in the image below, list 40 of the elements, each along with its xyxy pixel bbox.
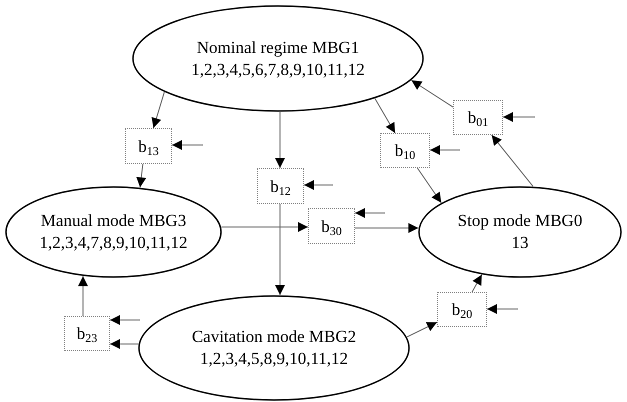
arrow (172, 140, 204, 150)
arrow (304, 180, 334, 190)
arrow (110, 339, 139, 349)
condition-box: b$_{12}$ (257, 168, 304, 204)
arrow (486, 304, 518, 314)
condition-box: b$_{30}$ (308, 208, 355, 244)
condition-box: b$_{10}$ (380, 133, 430, 168)
arrow (472, 274, 482, 292)
arrow (430, 145, 460, 155)
arrow (354, 223, 419, 233)
condition-box: b$_{13}$ (125, 128, 172, 164)
arrow (136, 164, 146, 188)
arrow (374, 98, 396, 134)
arrow (354, 208, 386, 218)
state-label: 13 (512, 232, 528, 254)
state-label: Manual mode MBG3 (40, 210, 186, 232)
state-ellipse (132, 5, 424, 112)
arrow (502, 112, 536, 122)
arrow (78, 276, 88, 316)
state-label: Nominal regime MBG1 (196, 36, 360, 58)
state-label: 1,2,3,4,7,8,9,10,11,12 (39, 232, 188, 254)
arrow (275, 204, 285, 296)
arrow (491, 134, 534, 187)
condition-box: b$_{23}$ (64, 316, 110, 351)
arrow (152, 92, 165, 128)
state-label: Cavitation mode MBG2 (192, 326, 356, 348)
arrow (275, 112, 285, 168)
arrow (416, 168, 442, 204)
arrow (410, 80, 454, 108)
state-label: 1,2,3,4,5,8,9,10,11,12 (200, 348, 348, 370)
arrow (220, 222, 308, 232)
condition-box: b$_{20}$ (437, 292, 487, 327)
state-ellipse (418, 186, 622, 278)
state-ellipse (5, 186, 222, 278)
arrow (406, 322, 438, 338)
state-label: Stop mode MBG0 (458, 210, 582, 232)
arrow (110, 315, 140, 325)
state-ellipse (138, 295, 410, 401)
state-label: 1,2,3,4,5,6,7,8,9,10,11,12 (191, 58, 365, 80)
condition-box: b$_{01}$ (453, 100, 503, 135)
